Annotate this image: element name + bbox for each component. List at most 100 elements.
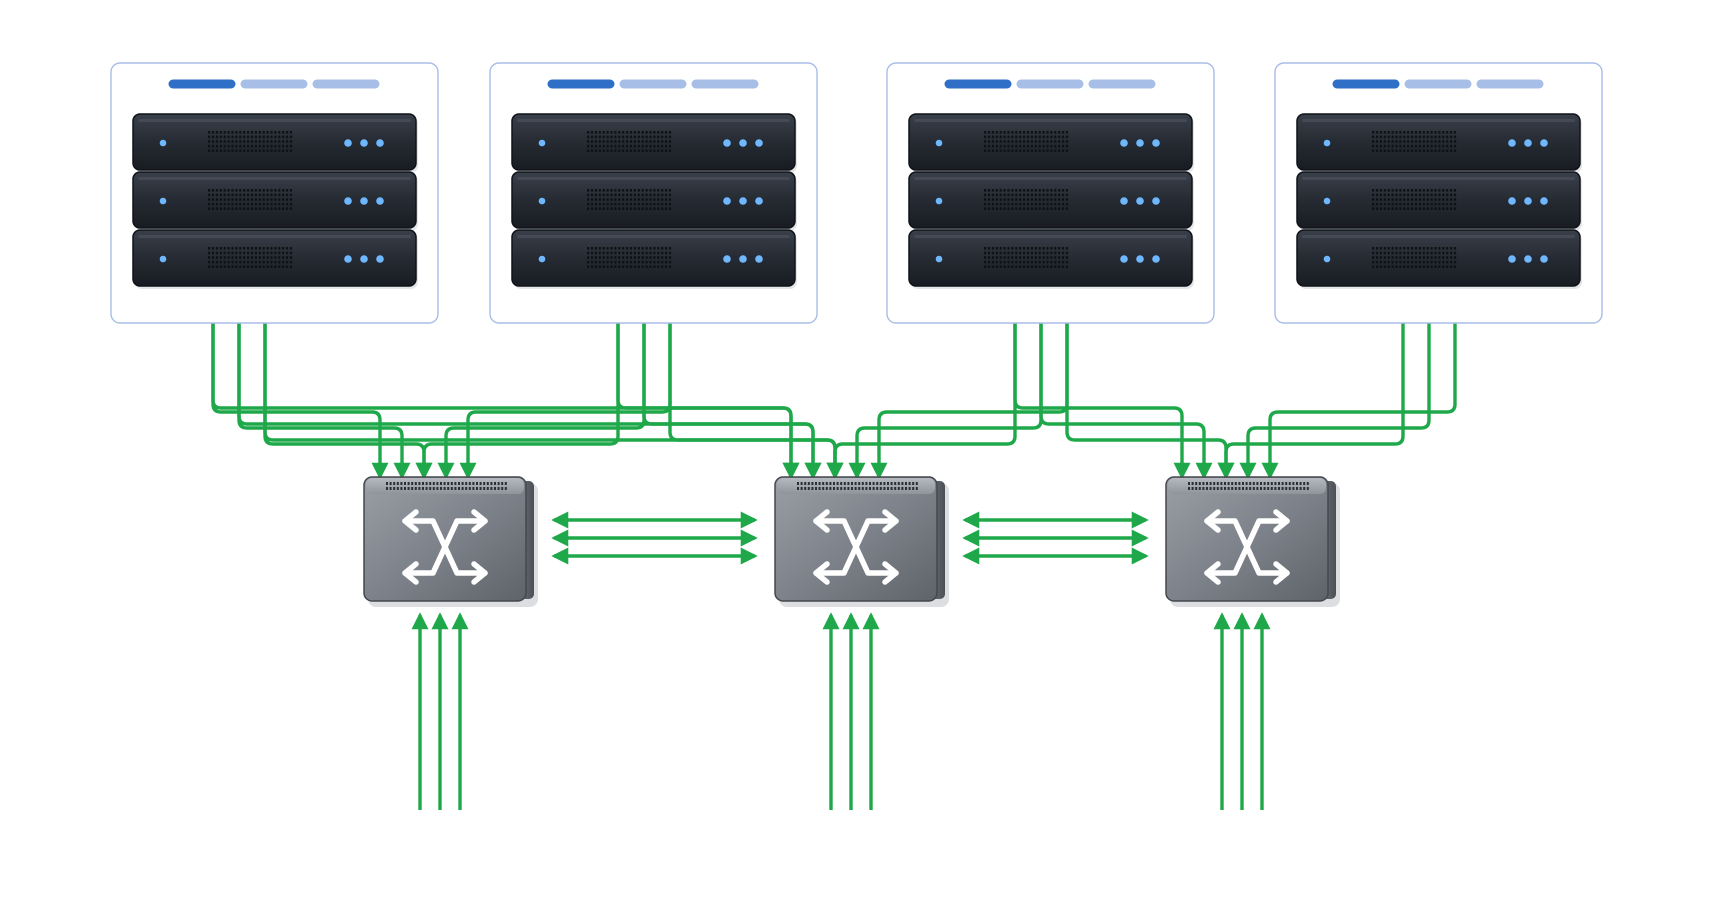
status-led-icon [1120,197,1128,205]
status-led-icon [360,139,368,147]
status-led-icon [1524,197,1532,205]
server-unit [132,229,418,289]
server-unit [1296,229,1582,289]
server-unit [1296,171,1582,231]
status-led-icon [723,255,731,263]
vent-grille [1372,247,1457,268]
status-led-icon [1508,197,1516,205]
status-led-icon [376,197,384,205]
status-led-icon [376,255,384,263]
status-led-icon [538,139,546,147]
status-led-icon [1136,255,1144,263]
status-led-icon [1120,139,1128,147]
vent-grille [208,131,293,152]
vent-grille [984,189,1069,210]
status-led-icon [1540,139,1548,147]
server-unit [1296,113,1582,173]
switch-body [1165,476,1329,602]
status-led-icon [1136,139,1144,147]
switch-body [363,476,527,602]
server-unit [511,171,797,231]
status-led-icon [1152,197,1160,205]
status-led-icon [755,255,763,263]
status-led-icon [1152,139,1160,147]
server-unit [132,113,418,173]
status-led-icon [360,255,368,263]
status-led-icon [755,197,763,205]
status-led-icon [1540,197,1548,205]
status-led-icon [1524,255,1532,263]
switch-body [774,476,938,602]
vent-grille [984,131,1069,152]
status-led-icon [1508,255,1516,263]
status-led-icon [1136,197,1144,205]
crossed-arrows-icon [813,509,899,585]
server-group-1 [110,62,439,324]
status-led-icon [723,197,731,205]
vent-grille [587,189,672,210]
server-switch-link [870,300,1076,480]
switch-vent-grille [797,482,918,490]
server-unit [511,229,797,289]
server-switch-link [204,300,800,480]
server-switch-link [1261,300,1464,480]
crossed-arrows-icon [1204,509,1290,585]
status-led-icon [538,255,546,263]
server-unit [908,113,1194,173]
status-led-icon [935,197,943,205]
status-led-icon [723,139,731,147]
server-switch-link [1217,300,1412,480]
server-unit [132,171,418,231]
status-led-icon [755,139,763,147]
server-switch-link [661,300,844,480]
server-switch-link [230,300,822,480]
vent-grille [1372,131,1457,152]
server-switch-link [437,300,653,480]
server-group-2 [489,62,818,324]
status-led-icon [935,139,943,147]
switch-vent-grille [1188,482,1309,490]
status-led-icon [1323,139,1331,147]
server-group-4 [1274,62,1603,324]
status-led-icon [159,255,167,263]
switch-3[interactable] [1165,476,1340,607]
server-switch-link [459,300,679,480]
server-switch-link [256,300,433,480]
server-unit [908,171,1194,231]
status-led-icon [1508,139,1516,147]
status-led-icon [1524,139,1532,147]
vent-grille [208,189,293,210]
status-led-icon [344,139,352,147]
links-layer [204,300,1464,810]
status-led-icon [159,139,167,147]
vent-grille [984,247,1069,268]
switches-layer [363,476,1340,607]
server-switch-link [1058,300,1235,480]
server-unit [908,229,1194,289]
status-led-icon [1152,255,1160,263]
status-led-icon [935,255,943,263]
status-led-icon [739,139,747,147]
status-led-icon [159,197,167,205]
vent-grille [1372,189,1457,210]
crossed-arrows-icon [402,509,488,585]
status-led-icon [344,255,352,263]
server-switch-link [826,300,1024,480]
switch-1[interactable] [363,476,538,607]
server-switch-link [256,300,844,480]
status-led-icon [376,139,384,147]
server-group-3 [886,62,1215,324]
status-led-icon [1323,255,1331,263]
switch-2[interactable] [774,476,949,607]
vent-grille [587,131,672,152]
status-led-icon [1540,255,1548,263]
status-led-icon [344,197,352,205]
switch-vent-grille [386,482,507,490]
vent-grille [587,247,672,268]
server-switch-link [415,300,627,480]
status-led-icon [739,255,747,263]
server-unit [511,113,797,173]
status-led-icon [360,197,368,205]
